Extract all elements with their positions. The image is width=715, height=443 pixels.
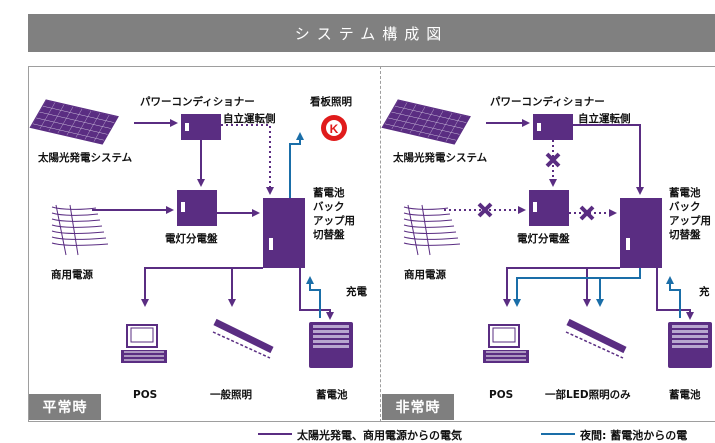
legend-purple-swatch <box>258 433 292 435</box>
power-tower-icon <box>51 204 109 256</box>
label-charge: 充 <box>699 286 710 298</box>
label-light: 一部LED照明のみ <box>545 389 631 401</box>
flow-selfrun-dotted <box>221 124 274 195</box>
label-solar: 太陽光発電システム <box>38 152 133 164</box>
light-fixture-icon <box>212 318 274 359</box>
power-tower-icon <box>403 204 461 256</box>
label-light: 一般照明 <box>210 389 252 401</box>
legend-purple-text: 太陽光発電、商用電源からの電気 <box>297 429 462 442</box>
label-pcs: パワーコンディショナー <box>140 96 255 108</box>
label-charge: 充電 <box>346 286 367 298</box>
title-banner: システム構成図 <box>28 14 715 52</box>
blocked-x-icon <box>477 152 595 221</box>
label-sign: 看板照明 <box>310 96 352 108</box>
label-battery: 蓄電池 <box>669 389 701 401</box>
light-fixture-icon <box>565 318 627 359</box>
solar-panel-icon <box>381 99 471 145</box>
legend-blue-text: 夜間: 蓄電池からの電 <box>580 429 688 442</box>
legend-blue-swatch <box>541 433 575 435</box>
panel-normal <box>28 66 381 422</box>
flow-charge <box>299 268 334 320</box>
label-battery-switch: 蓄電池 バック アップ用 切替盤 <box>669 187 711 241</box>
pos-register-icon <box>121 324 167 363</box>
flow-sign-blue <box>289 132 304 198</box>
label-pcs: パワーコンディショナー <box>490 96 605 108</box>
label-panelboard: 電灯分電盤 <box>517 233 570 245</box>
divider-top <box>28 66 715 67</box>
label-grid: 商用電源 <box>51 269 93 281</box>
battery-unit-icon <box>668 322 712 368</box>
label-pos: POS <box>133 389 158 401</box>
svg-text:K: K <box>330 122 339 136</box>
label-self-run: 自立運転側 <box>223 113 276 125</box>
label-panelboard: 電灯分電盤 <box>165 233 218 245</box>
pos-register-icon <box>483 324 529 363</box>
flow-switch-down <box>144 267 263 300</box>
right-diagram <box>381 99 712 368</box>
panel-emergency <box>380 66 715 422</box>
label-solar: 太陽光発電システム <box>393 152 488 164</box>
label-self-run: 自立運転側 <box>578 113 631 125</box>
label-grid: 商用電源 <box>404 269 446 281</box>
legend-purple: 太陽光発電、商用電源からの電気 <box>297 427 462 443</box>
legend-blue: 夜間: 蓄電池からの電 <box>580 427 715 443</box>
label-pos: POS <box>489 389 514 401</box>
solar-panel-icon <box>29 99 119 145</box>
left-diagram: K <box>29 99 353 368</box>
label-battery: 蓄電池 <box>316 389 348 401</box>
flow-battery-blue <box>306 276 321 318</box>
battery-unit-icon <box>309 322 353 368</box>
mode-tag-normal: 平常時 <box>29 394 101 420</box>
switch-cabinet <box>620 198 662 268</box>
switch-cabinet <box>263 198 305 268</box>
label-battery-switch: 蓄電池 バック アップ用 切替盤 <box>313 187 355 241</box>
sign-logo-icon: K <box>321 115 347 141</box>
mode-tag-emergency: 非常時 <box>382 394 454 420</box>
